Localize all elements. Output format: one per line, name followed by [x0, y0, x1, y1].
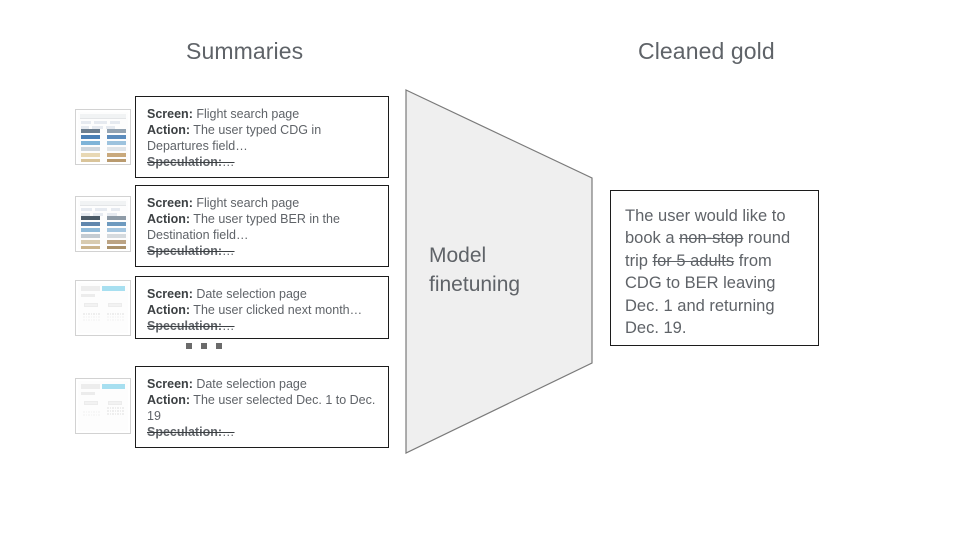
- screen-value: Date selection page: [192, 287, 307, 301]
- summary-action-line: Action: The user selected Dec. 1 to Dec.…: [147, 392, 377, 424]
- screen-label: Screen:: [147, 107, 193, 121]
- summary-speculation-line: Speculation:…: [147, 424, 377, 440]
- summary-screen-line: Screen: Flight search page: [147, 106, 377, 122]
- action-label: Action:: [147, 212, 191, 226]
- summary-action-line: Action: The user clicked next month…: [147, 302, 377, 318]
- ellipsis-dot: [216, 343, 222, 349]
- gold-segment-4: from CDG to BER leaving Dec. 1 and retur…: [625, 251, 776, 338]
- gold-segment-1-struck: non-stop: [679, 229, 744, 248]
- screen-value: Flight search page: [192, 196, 300, 210]
- gold-segment-0: The user would like to book a: [625, 207, 786, 248]
- summary-action-line: Action: The user typed CDG in Departures…: [147, 122, 377, 154]
- summary-screen-line: Screen: Date selection page: [147, 376, 377, 392]
- screen-label: Screen:: [147, 196, 193, 210]
- speculation-label: Speculation:: [147, 425, 223, 439]
- action-label: Action:: [147, 303, 191, 317]
- action-value: The user selected Dec. 1 to Dec. 19: [147, 393, 376, 423]
- summary-action-line: Action: The user typed BER in the Destin…: [147, 211, 377, 243]
- ellipsis-separator: [186, 343, 222, 349]
- screen-label: Screen:: [147, 377, 193, 391]
- speculation-label: Speculation:: [147, 155, 223, 169]
- date-selection-page-thumbnail: [75, 280, 131, 336]
- action-value: The user typed BER in the Destination fi…: [147, 212, 340, 242]
- action-value: The user clicked next month…: [190, 303, 363, 317]
- action-value: The user typed CDG in Departures field…: [147, 123, 322, 153]
- screen-value: Flight search page: [192, 107, 300, 121]
- cleaned-gold-text-box: The user would like to book a non-stop r…: [610, 190, 819, 346]
- date-selection-page-thumbnail: [75, 378, 131, 434]
- speculation-label: Speculation:: [147, 319, 223, 333]
- screen-label: Screen:: [147, 287, 193, 301]
- funnel-polygon: [405, 89, 593, 454]
- speculation-value: …: [222, 319, 235, 333]
- flight-search-page-thumbnail: [75, 196, 131, 252]
- action-label: Action:: [147, 393, 191, 407]
- summary-speculation-line: Speculation:…: [147, 243, 377, 259]
- gold-segment-2: round trip: [625, 229, 791, 270]
- speculation-label: Speculation:: [147, 244, 223, 258]
- summary-screen-line: Screen: Date selection page: [147, 286, 377, 302]
- ellipsis-dot: [186, 343, 192, 349]
- flight-search-page-thumbnail: [75, 109, 131, 165]
- model-finetuning-funnel-shape: [405, 89, 593, 454]
- summary-card: Screen: Date selection page Action: The …: [135, 276, 389, 339]
- speculation-value: …: [222, 244, 235, 258]
- summary-card: Screen: Flight search page Action: The u…: [135, 185, 389, 267]
- summary-speculation-line: Speculation:…: [147, 318, 377, 334]
- summary-speculation-line: Speculation:…: [147, 154, 377, 170]
- screen-value: Date selection page: [192, 377, 307, 391]
- summary-screen-line: Screen: Flight search page: [147, 195, 377, 211]
- summary-card: Screen: Date selection page Action: The …: [135, 366, 389, 448]
- model-finetuning-label: Model finetuning: [429, 244, 521, 296]
- summaries-column-heading: Summaries: [186, 38, 304, 64]
- action-label: Action:: [147, 123, 191, 137]
- cleaned-gold-column-heading: Cleaned gold: [638, 38, 775, 64]
- speculation-value: …: [222, 425, 235, 439]
- speculation-value: …: [222, 155, 235, 169]
- summary-card: Screen: Flight search page Action: The u…: [135, 96, 389, 178]
- gold-segment-3-struck: for 5 adults: [652, 251, 735, 270]
- ellipsis-dot: [201, 343, 207, 349]
